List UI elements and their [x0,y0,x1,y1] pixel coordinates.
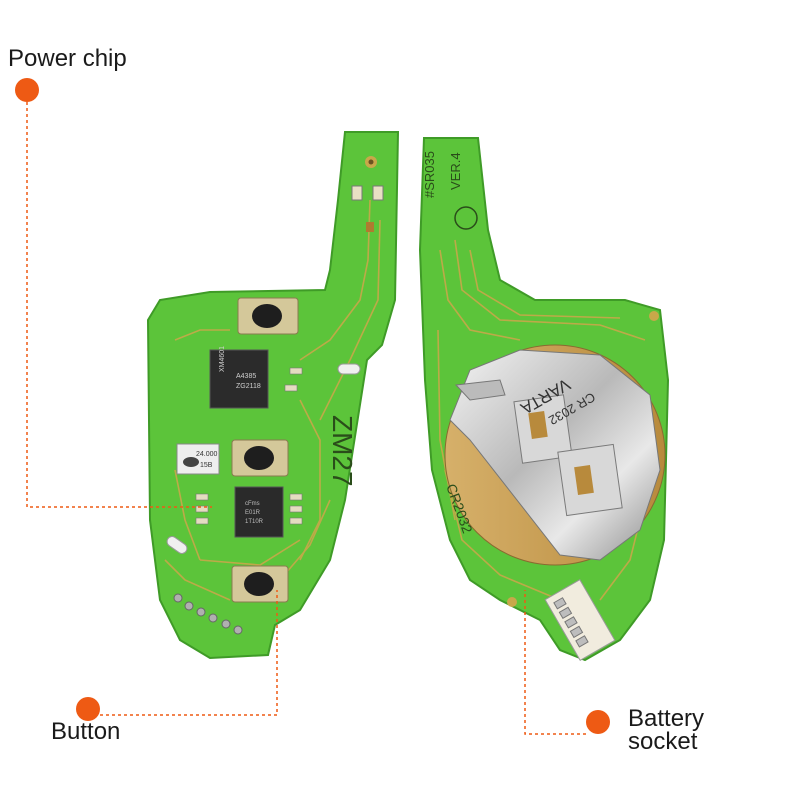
rf-chip: cFms E01R 1T10R [234,486,284,538]
left-pcb-board: XM4601 A4385 ZG2118 24.000 15B cFms E01R… [146,131,400,660]
crystal-oscillator: 24.000 15B [176,443,220,475]
svg-text:24.000: 24.000 [196,451,218,458]
svg-text:cFms: cFms [245,501,260,507]
svg-text:A4385: A4385 [236,373,256,380]
svg-text:E01R: E01R [245,510,261,516]
silkscreen-model: #SR035 [422,151,437,198]
svg-text:1T10R: 1T10R [245,519,264,525]
callout-power-chip [15,78,212,508]
battery-socket-label-line1: Battery [628,705,705,732]
push-button-bottom [231,565,289,603]
right-pcb-board: #SR035 VER.4 VARTA CR 2032 CR2032 [418,137,670,662]
button-label: Button [51,718,121,745]
svg-text:15B: 15B [200,462,213,469]
svg-text:XM4601: XM4601 [219,346,226,372]
push-button-middle [231,439,289,477]
push-button-top [237,297,299,335]
battery-socket: VARTA CR 2032 [444,344,666,566]
callout-battery-socket [524,590,610,735]
silkscreen-version: VER.4 [448,152,463,190]
pin-connector [544,579,616,661]
battery-socket-label-line2: socket [628,727,698,755]
power-chip: XM4601 A4385 ZG2118 [209,346,269,409]
silkscreen-text: ZM27 [327,415,358,487]
callout-button [76,590,278,721]
power-chip-label: Power chip [8,45,127,72]
brand-logo [454,206,478,230]
battery-socket-label: Battery socket [628,705,705,755]
svg-text:ZG2118: ZG2118 [236,383,261,390]
